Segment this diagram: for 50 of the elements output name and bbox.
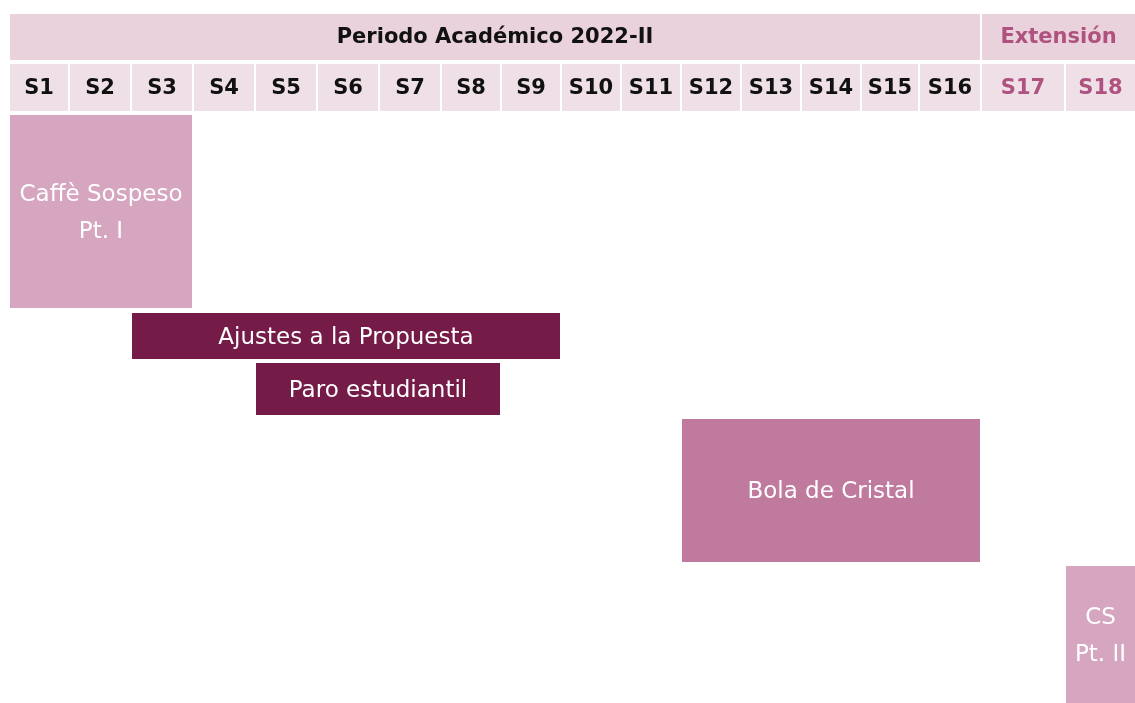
week-header bbox=[70, 64, 130, 111]
week-header bbox=[502, 64, 560, 111]
header-label: S11 bbox=[627, 73, 675, 101]
week-header bbox=[862, 64, 918, 111]
activity-bar bbox=[132, 313, 560, 359]
header-label: S4 bbox=[208, 73, 240, 101]
week-header bbox=[742, 64, 800, 111]
header-label: S3 bbox=[146, 73, 178, 101]
week-header bbox=[256, 64, 316, 111]
activity-label: Paro estudiantil bbox=[287, 374, 469, 404]
week-header bbox=[920, 64, 980, 111]
activity-bar bbox=[1066, 566, 1135, 703]
header-label: S2 bbox=[84, 73, 116, 101]
week-header bbox=[380, 64, 440, 111]
week-header bbox=[10, 64, 68, 111]
extension-header bbox=[982, 14, 1135, 60]
week-header bbox=[622, 64, 680, 111]
header-label: S17 bbox=[999, 73, 1047, 101]
week-header bbox=[318, 64, 378, 111]
activity-label: Caffè Sospeso Pt. I bbox=[18, 178, 184, 245]
week-header bbox=[1066, 64, 1135, 111]
week-header bbox=[682, 64, 740, 111]
activity-label: Bola de Cristal bbox=[746, 476, 916, 506]
header-label: S9 bbox=[515, 73, 547, 101]
week-header bbox=[132, 64, 192, 111]
week-header bbox=[442, 64, 500, 111]
header-label: S18 bbox=[1077, 73, 1124, 101]
header-label: S14 bbox=[807, 73, 855, 101]
header-label: S12 bbox=[687, 73, 735, 101]
header-label: S8 bbox=[455, 73, 487, 101]
header-label: S7 bbox=[394, 73, 426, 101]
activity-label: Ajustes a la Propuesta bbox=[217, 321, 475, 351]
header-label: S1 bbox=[23, 73, 55, 101]
activity-label: CS Pt. II bbox=[1073, 601, 1128, 668]
header-label: S10 bbox=[567, 73, 615, 101]
activity-bar bbox=[256, 363, 500, 415]
period-header bbox=[10, 14, 980, 60]
header-label: S6 bbox=[332, 73, 364, 101]
header-label: S13 bbox=[747, 73, 795, 101]
week-header bbox=[982, 64, 1064, 111]
header-label: Periodo Académico 2022-II bbox=[335, 23, 655, 51]
activity-bar bbox=[682, 419, 980, 562]
activity-bar bbox=[10, 115, 192, 308]
header-label: S16 bbox=[926, 73, 974, 101]
header-label: S15 bbox=[866, 73, 914, 101]
week-header bbox=[562, 64, 620, 111]
header-label: S5 bbox=[270, 73, 302, 101]
week-header bbox=[802, 64, 860, 111]
header-label: Extensión bbox=[999, 23, 1118, 51]
week-header bbox=[194, 64, 254, 111]
